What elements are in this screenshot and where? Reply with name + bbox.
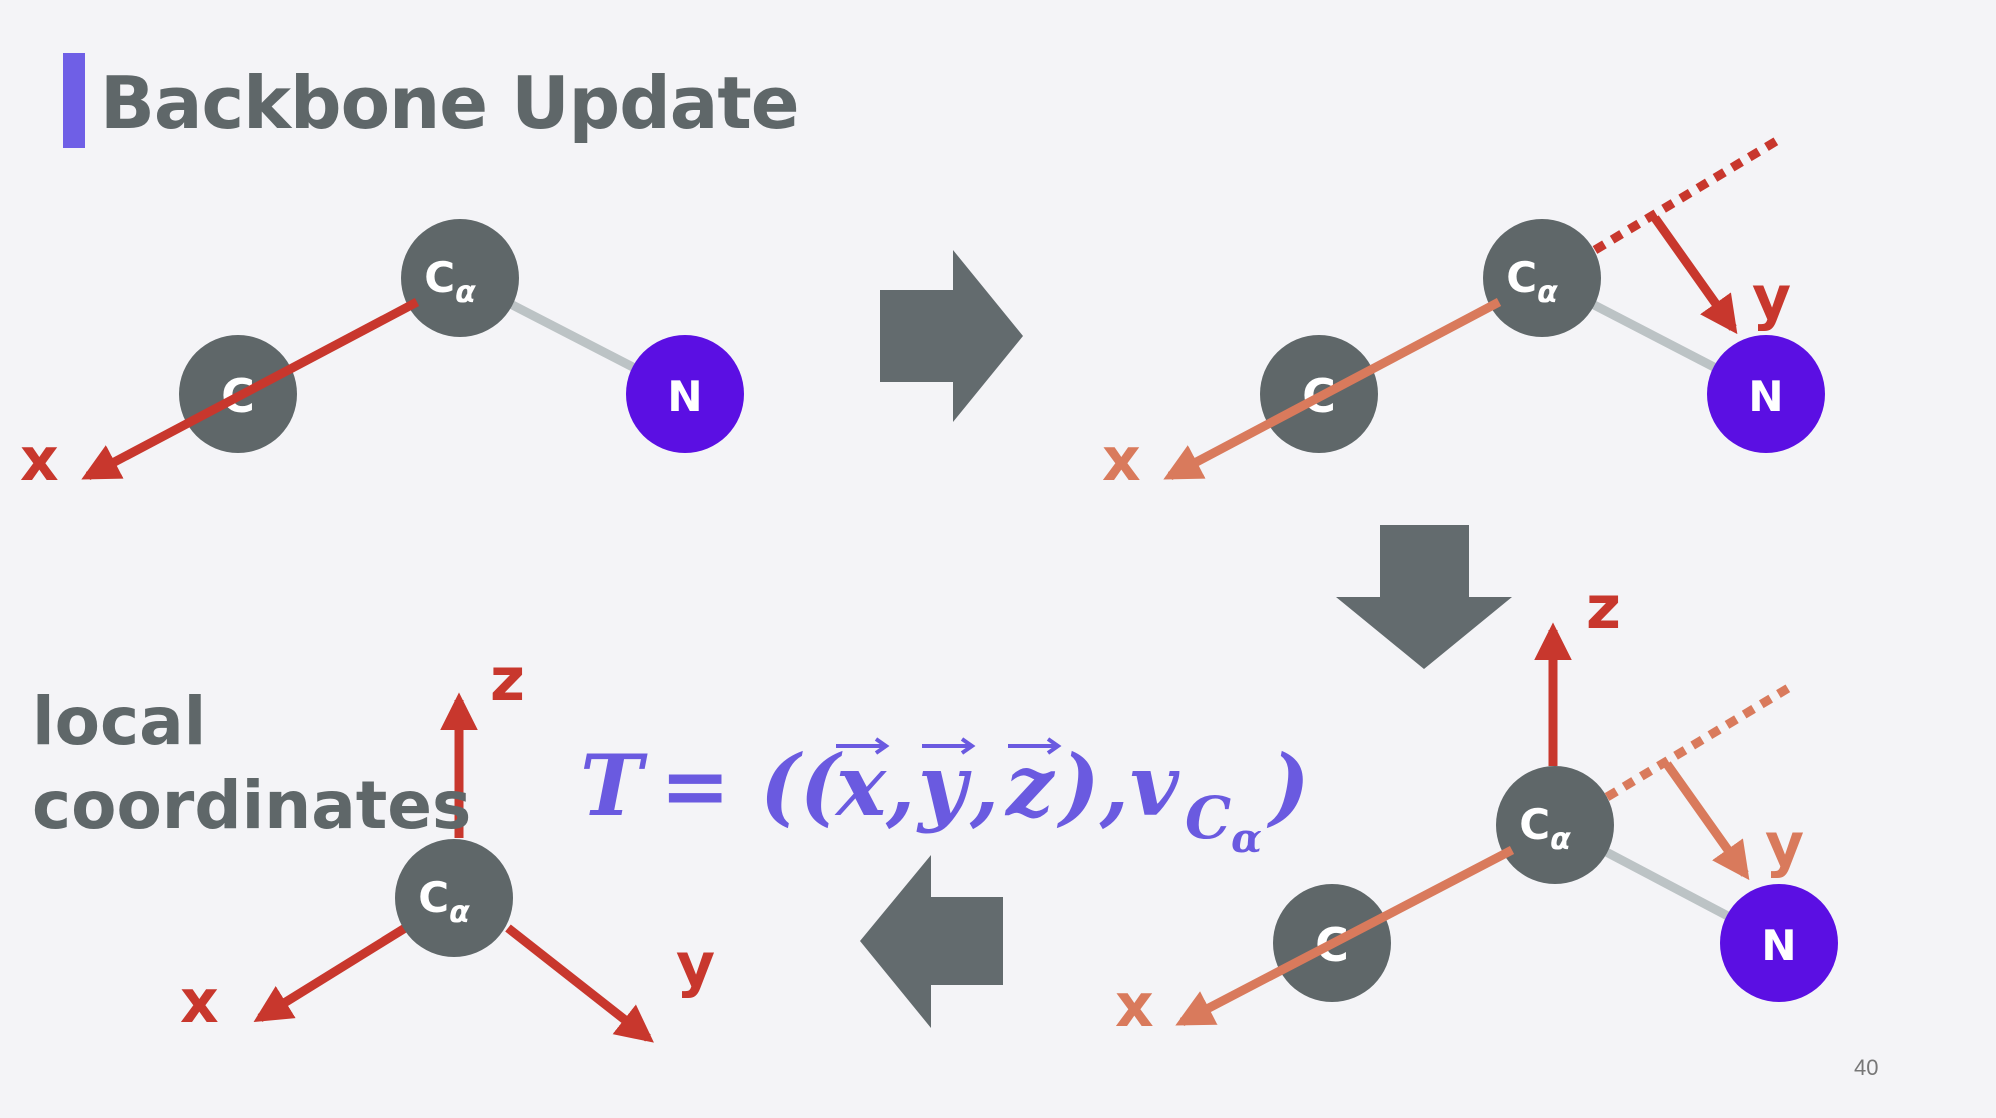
atom-c-alpha-label: Cα xyxy=(424,253,476,310)
y-axis-arrow xyxy=(1663,761,1750,881)
equation-lhs: T xyxy=(580,736,648,835)
x-axis-label: x xyxy=(1102,425,1141,495)
atom-n xyxy=(1720,884,1838,1002)
atom-c-alpha-label: Cα xyxy=(418,873,470,930)
atom-n-label: N xyxy=(667,372,702,421)
atom-c-alpha xyxy=(401,219,519,337)
local-label-line-2: coordinates xyxy=(32,767,472,844)
vector-head-x xyxy=(874,737,890,755)
x-axis-extension-dotted xyxy=(1592,136,1781,254)
x-axis-arrow xyxy=(1175,846,1515,1026)
atom-n xyxy=(626,335,744,453)
atom-n-label: N xyxy=(1761,921,1796,970)
title-accent-bar xyxy=(63,53,85,148)
y-axis-arrow xyxy=(1651,215,1738,335)
equation-v-subscript: Cα xyxy=(1185,784,1262,862)
atom-c-alpha xyxy=(395,839,513,957)
atom-c-alpha xyxy=(1483,219,1601,337)
x-axis-arrow xyxy=(1163,298,1502,480)
y-axis-arrow xyxy=(505,924,654,1043)
y-axis-label: y xyxy=(1752,263,1791,333)
local-label-line-1: local xyxy=(32,683,207,760)
block-arrow-down xyxy=(1336,525,1512,669)
x-axis-arrow xyxy=(81,298,420,480)
x-axis-label: x xyxy=(20,425,59,495)
equation-close-inner: ), xyxy=(1056,736,1129,835)
page-number: 40 xyxy=(1854,1055,1879,1080)
equation-comma-1: , xyxy=(885,736,915,835)
z-axis-label: z xyxy=(1586,573,1621,643)
x-axis-label: x xyxy=(1115,971,1154,1041)
x-axis-label: x xyxy=(180,967,219,1037)
local-coordinates-label: local coordinates xyxy=(32,680,471,848)
panel-local-frame: z x y Cα xyxy=(180,645,715,1043)
x-axis-arrow xyxy=(253,921,413,1022)
equation-v: v xyxy=(1130,736,1180,835)
frame-equation: T = (( x , y , z ), v Cα ) xyxy=(580,736,1310,862)
equation-comma-2: , xyxy=(969,736,999,835)
block-arrow-left xyxy=(860,855,1003,1028)
slide-title: Backbone Update xyxy=(100,61,800,145)
equation-close-paren: ) xyxy=(1266,736,1310,835)
atom-n xyxy=(1707,335,1825,453)
y-axis-label: y xyxy=(676,930,715,1000)
equation-open-paren: (( xyxy=(760,736,843,835)
block-arrow-right xyxy=(880,250,1023,422)
equation-equals: = xyxy=(660,736,730,835)
y-axis-label: y xyxy=(1765,810,1804,880)
equation-z-vector: z xyxy=(1004,736,1056,835)
atom-c-alpha xyxy=(1496,766,1614,884)
atom-c-alpha-label: Cα xyxy=(1519,800,1571,857)
vector-head-y xyxy=(960,737,976,755)
atom-c-alpha-label: Cα xyxy=(1506,253,1558,310)
x-axis-extension-dotted xyxy=(1604,683,1793,801)
z-axis-label: z xyxy=(490,645,525,715)
atom-n-label: N xyxy=(1748,372,1783,421)
vector-head-z xyxy=(1046,737,1062,755)
panel-gram-schmidt-y: C Cα N y x xyxy=(1102,136,1825,495)
panel-cross-product-z: C z Cα N y x xyxy=(1115,573,1838,1041)
panel-initial: C Cα N x xyxy=(20,219,744,495)
